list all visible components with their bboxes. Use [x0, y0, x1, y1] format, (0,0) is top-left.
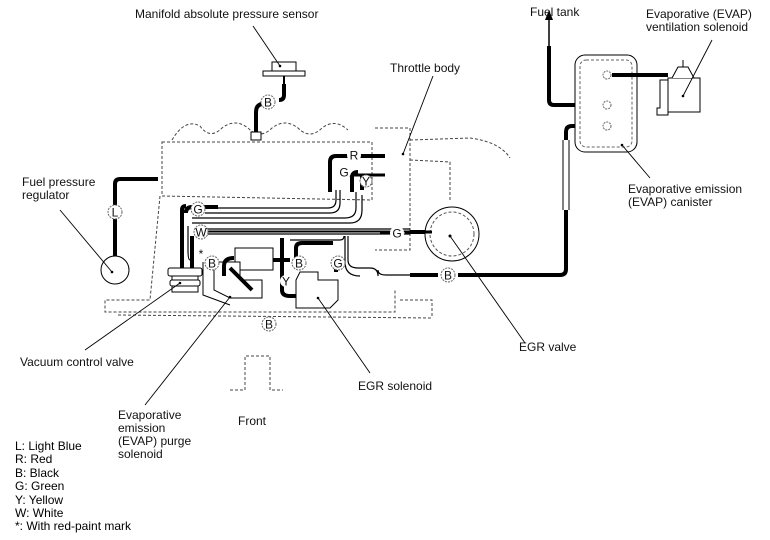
hose-tag-egr-sol-y: Y: [280, 275, 292, 289]
label-fuel-pressure-regulator: Fuel pressure regulator: [22, 175, 96, 202]
hose-tag-vcv-g: G: [190, 201, 206, 217]
throttle-hoses: [184, 154, 385, 214]
canister-return-hose: [410, 210, 568, 277]
hose-tag-egr-valve-g: G: [390, 226, 404, 241]
vacuum-control-valve: [167, 267, 203, 293]
egr-valve: [424, 206, 480, 262]
label-egr-valve: EGR valve: [519, 340, 577, 354]
svg-text:B: B: [264, 96, 272, 110]
label-vacuum-control-valve: Vacuum control valve: [20, 355, 134, 369]
red-paint-mark: *: [199, 247, 204, 261]
legend-item: G: Green: [15, 479, 65, 494]
label-evap-ventilation-solenoid: Evaporative (EVAP) ventilation solenoid: [646, 7, 752, 34]
legend-item: W: White: [15, 506, 64, 521]
fuel-pressure-regulator: [100, 255, 130, 285]
legend-item: Y: Yellow: [15, 492, 64, 507]
hose-tag-egr-sol-b: B: [291, 255, 307, 271]
label-front: Front: [238, 414, 267, 428]
hose-tag-tb-r: R: [347, 148, 361, 163]
egr-solenoid: [295, 271, 339, 309]
svg-text:W: W: [195, 226, 207, 240]
map-sensor: [262, 61, 306, 84]
fuel-tank-arrow: [545, 10, 553, 20]
evap-ventilation-solenoid: [656, 60, 701, 116]
svg-text:Y: Y: [282, 275, 290, 289]
svg-text:R: R: [350, 149, 359, 163]
legend-item: B: Black: [15, 465, 60, 480]
label-evap-canister: Evaporative emission (EVAP) canister: [628, 182, 743, 209]
label-map-sensor: Manifold absolute pressure sensor: [135, 7, 319, 21]
svg-text:B: B: [208, 257, 216, 271]
engine-outline: [104, 122, 511, 391]
svg-text:B: B: [265, 318, 273, 332]
svg-text:G: G: [333, 257, 342, 271]
map-hose: [254, 84, 286, 132]
label-evap-purge-solenoid: Evaporative emission (EVAP) purge soleno…: [118, 408, 192, 461]
hose-tag-purge-b: B: [204, 255, 220, 271]
hose-color-legend: L: Light Blue R: Red B: Black G: Green Y…: [15, 439, 132, 534]
svg-text:B: B: [444, 269, 452, 283]
svg-text:Y: Y: [362, 175, 370, 189]
label-egr-solenoid: EGR solenoid: [358, 379, 433, 393]
hose-tag-vcv-w: W: [193, 224, 209, 240]
svg-text:B: B: [295, 257, 303, 271]
hose-tag-tb-y: Y: [359, 174, 373, 189]
label-throttle-body: Throttle body: [390, 61, 461, 75]
svg-text:G: G: [193, 203, 202, 217]
hose-tag-canister-b: B: [440, 267, 456, 283]
svg-text:G: G: [339, 166, 348, 180]
hose-tag-fpr-l: L: [107, 204, 123, 220]
label-fuel-tank: Fuel tank: [530, 5, 580, 19]
hose-color-tags: B L R G Y G W B * B B Y G G B: [107, 94, 456, 332]
svg-text:L: L: [112, 206, 119, 220]
hose-outlines: [187, 190, 420, 277]
legend-item: L: Light Blue: [15, 439, 82, 453]
hose-tag-egr-sol-g: G: [330, 255, 346, 271]
hose-tag-purge-b2: B: [261, 316, 277, 332]
legend-item: R: Red: [15, 452, 53, 467]
hose-tag-map-b: B: [260, 94, 276, 110]
svg-text:G: G: [392, 227, 401, 241]
leader-lines: [59, 25, 713, 406]
hose-tag-tb-g: G: [337, 165, 351, 180]
legend-item: *: With red-paint mark: [15, 519, 132, 534]
fpr-hose: [113, 177, 158, 256]
